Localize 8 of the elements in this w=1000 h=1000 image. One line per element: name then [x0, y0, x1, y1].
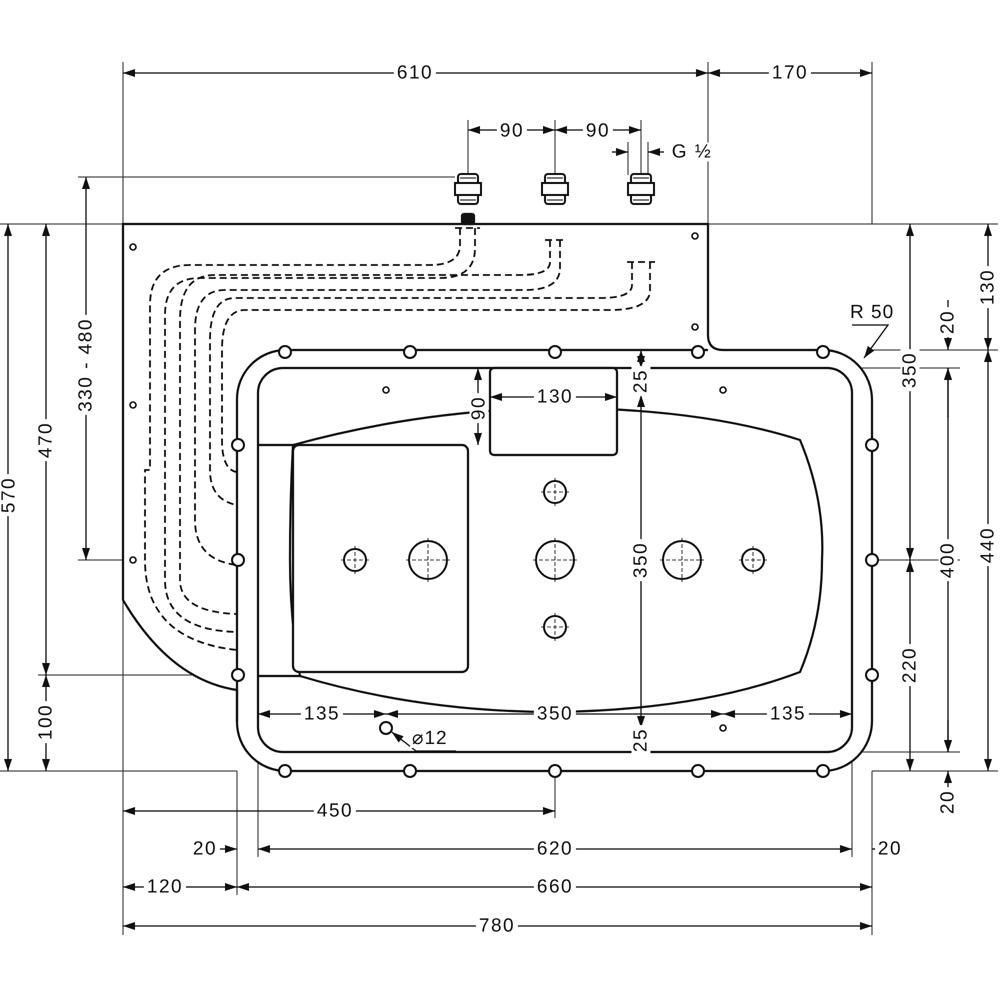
dimension-value: 90 — [470, 392, 488, 424]
mounting-hole — [379, 721, 393, 735]
dimension-value: 25 — [632, 724, 650, 756]
dimension-value: 400 — [938, 538, 958, 582]
leader-line — [852, 324, 890, 358]
dimension-value: 25 — [632, 366, 650, 396]
dimension-value: 350 — [900, 348, 920, 392]
leader-line — [391, 732, 456, 752]
